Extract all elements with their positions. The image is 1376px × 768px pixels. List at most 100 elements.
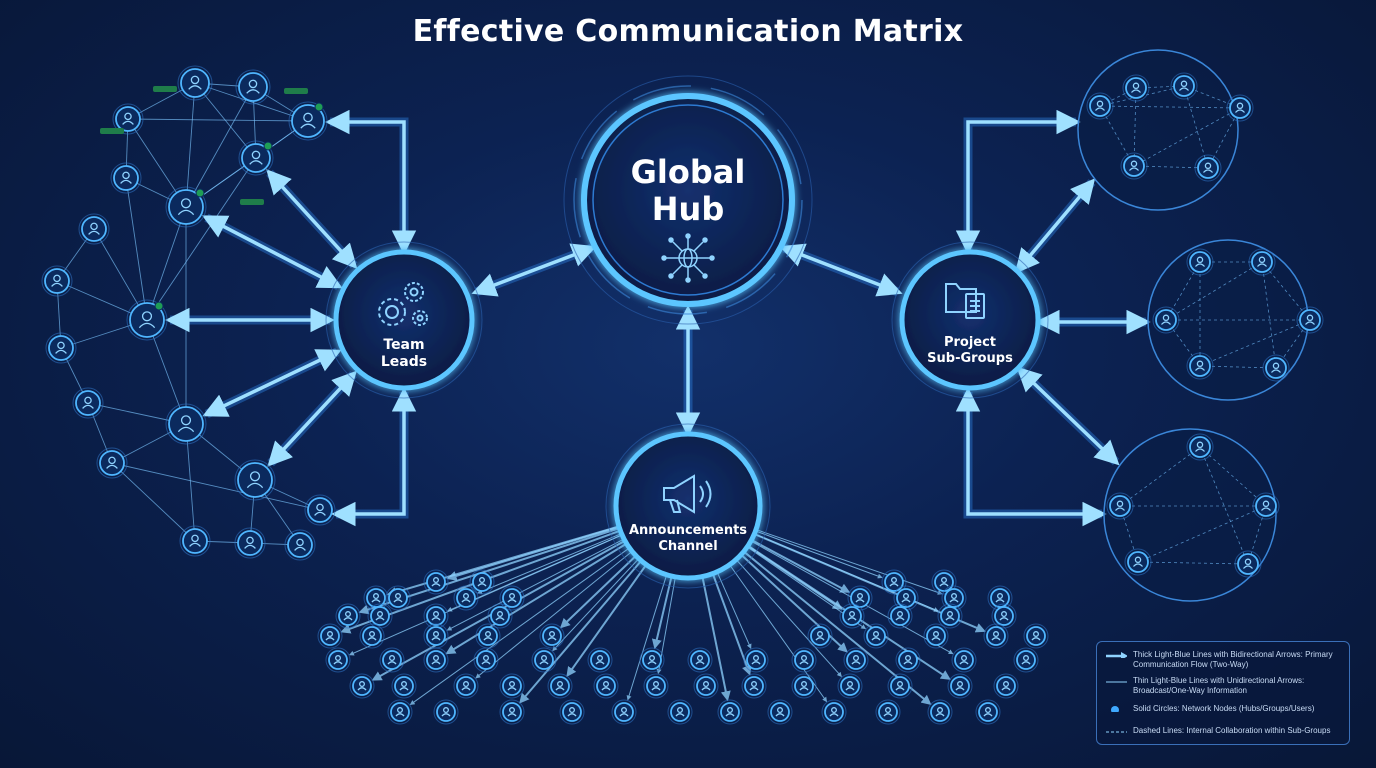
broadcast-user-node[interactable] bbox=[643, 673, 669, 699]
broadcast-user-node[interactable] bbox=[927, 699, 953, 725]
broadcast-user-node[interactable] bbox=[993, 673, 1019, 699]
team-lead-node[interactable] bbox=[288, 101, 328, 141]
broadcast-user-node[interactable] bbox=[947, 673, 973, 699]
broadcast-user-node[interactable] bbox=[423, 569, 449, 595]
broadcast-user-node[interactable] bbox=[821, 699, 847, 725]
broadcast-user-node[interactable] bbox=[843, 647, 869, 673]
group-beta-member[interactable] bbox=[1262, 354, 1290, 382]
broadcast-user-node[interactable] bbox=[743, 647, 769, 673]
team-lead-node[interactable] bbox=[96, 447, 128, 479]
broadcast-user-node[interactable] bbox=[547, 673, 573, 699]
group-alpha-member[interactable] bbox=[1122, 74, 1150, 102]
team-lead-node[interactable] bbox=[112, 103, 144, 135]
broadcast-user-node[interactable] bbox=[325, 647, 351, 673]
group-gamma-member[interactable] bbox=[1234, 550, 1262, 578]
broadcast-user-node[interactable] bbox=[453, 673, 479, 699]
broadcast-user-node[interactable] bbox=[887, 603, 913, 629]
team-lead-node[interactable] bbox=[41, 265, 73, 297]
group-beta-member[interactable] bbox=[1152, 306, 1180, 334]
team-lead-node[interactable] bbox=[304, 494, 336, 526]
team-lead-node[interactable] bbox=[284, 529, 316, 561]
group-beta-member[interactable] bbox=[1296, 306, 1324, 334]
team-lead-node[interactable] bbox=[126, 299, 168, 341]
broadcast-user-node[interactable] bbox=[349, 673, 375, 699]
team-lead-node[interactable] bbox=[165, 403, 207, 445]
team-lead-node[interactable] bbox=[234, 527, 266, 559]
team-lead-node[interactable] bbox=[177, 65, 213, 101]
broadcast-user-node[interactable] bbox=[499, 673, 525, 699]
broadcast-user-node[interactable] bbox=[807, 623, 833, 649]
broadcast-user-node[interactable] bbox=[499, 699, 525, 725]
broadcast-user-node[interactable] bbox=[893, 585, 919, 611]
broadcast-user-node[interactable] bbox=[539, 623, 565, 649]
broadcast-user-node[interactable] bbox=[875, 699, 901, 725]
broadcast-user-node[interactable] bbox=[475, 623, 501, 649]
broadcast-user-node[interactable] bbox=[667, 699, 693, 725]
broadcast-user-node[interactable] bbox=[531, 647, 557, 673]
broadcast-user-node[interactable] bbox=[741, 673, 767, 699]
broadcast-user-node[interactable] bbox=[937, 603, 963, 629]
broadcast-user-node[interactable] bbox=[453, 585, 479, 611]
team-lead-node[interactable] bbox=[235, 69, 271, 105]
broadcast-user-node[interactable] bbox=[791, 673, 817, 699]
broadcast-user-node[interactable] bbox=[499, 585, 525, 611]
broadcast-user-node[interactable] bbox=[423, 647, 449, 673]
broadcast-user-node[interactable] bbox=[423, 623, 449, 649]
group-gamma-member[interactable] bbox=[1124, 548, 1152, 576]
group-beta-member[interactable] bbox=[1186, 248, 1214, 276]
group-alpha-member[interactable] bbox=[1086, 92, 1114, 120]
broadcast-user-node[interactable] bbox=[839, 603, 865, 629]
broadcast-user-node[interactable] bbox=[433, 699, 459, 725]
broadcast-user-node[interactable] bbox=[367, 603, 393, 629]
broadcast-user-node[interactable] bbox=[385, 585, 411, 611]
broadcast-user-node[interactable] bbox=[923, 623, 949, 649]
broadcast-user-node[interactable] bbox=[423, 603, 449, 629]
group-beta-member[interactable] bbox=[1186, 352, 1214, 380]
broadcast-user-node[interactable] bbox=[587, 647, 613, 673]
broadcast-user-node[interactable] bbox=[693, 673, 719, 699]
announcements-hub[interactable]: Announcements Channel bbox=[605, 423, 771, 589]
team-lead-node[interactable] bbox=[110, 162, 142, 194]
broadcast-user-node[interactable] bbox=[387, 699, 413, 725]
broadcast-user-node[interactable] bbox=[593, 673, 619, 699]
group-beta-member[interactable] bbox=[1248, 248, 1276, 276]
group-gamma-member[interactable] bbox=[1186, 433, 1214, 461]
broadcast-user-node[interactable] bbox=[639, 647, 665, 673]
group-alpha-member[interactable] bbox=[1120, 152, 1148, 180]
broadcast-user-node[interactable] bbox=[469, 569, 495, 595]
broadcast-user-node[interactable] bbox=[363, 585, 389, 611]
group-gamma-member[interactable] bbox=[1252, 492, 1280, 520]
group-alpha-member[interactable] bbox=[1170, 72, 1198, 100]
team-lead-node[interactable] bbox=[78, 213, 110, 245]
broadcast-user-node[interactable] bbox=[983, 623, 1009, 649]
team-lead-node[interactable] bbox=[72, 387, 104, 419]
project-subgroups-hub[interactable]: Project Sub-Groups bbox=[891, 241, 1049, 399]
broadcast-user-node[interactable] bbox=[767, 699, 793, 725]
broadcast-user-node[interactable] bbox=[1013, 647, 1039, 673]
broadcast-user-node[interactable] bbox=[847, 585, 873, 611]
group-alpha-circle[interactable] bbox=[1077, 49, 1239, 211]
broadcast-user-node[interactable] bbox=[391, 673, 417, 699]
group-gamma-member[interactable] bbox=[1106, 492, 1134, 520]
broadcast-user-node[interactable] bbox=[791, 647, 817, 673]
team-lead-node[interactable] bbox=[165, 186, 207, 228]
broadcast-user-node[interactable] bbox=[941, 585, 967, 611]
group-alpha-member[interactable] bbox=[1194, 154, 1222, 182]
team-lead-node[interactable] bbox=[234, 459, 276, 501]
team-lead-node[interactable] bbox=[238, 140, 274, 176]
broadcast-user-node[interactable] bbox=[487, 603, 513, 629]
group-alpha-member[interactable] bbox=[1226, 94, 1254, 122]
broadcast-user-node[interactable] bbox=[895, 647, 921, 673]
broadcast-user-node[interactable] bbox=[881, 569, 907, 595]
broadcast-user-node[interactable] bbox=[317, 623, 343, 649]
broadcast-user-node[interactable] bbox=[975, 699, 1001, 725]
broadcast-user-node[interactable] bbox=[837, 673, 863, 699]
broadcast-user-node[interactable] bbox=[335, 603, 361, 629]
broadcast-user-node[interactable] bbox=[559, 699, 585, 725]
broadcast-user-node[interactable] bbox=[931, 569, 957, 595]
broadcast-user-node[interactable] bbox=[987, 585, 1013, 611]
broadcast-user-node[interactable] bbox=[951, 647, 977, 673]
broadcast-user-node[interactable] bbox=[887, 673, 913, 699]
broadcast-user-node[interactable] bbox=[687, 647, 713, 673]
broadcast-user-node[interactable] bbox=[473, 647, 499, 673]
